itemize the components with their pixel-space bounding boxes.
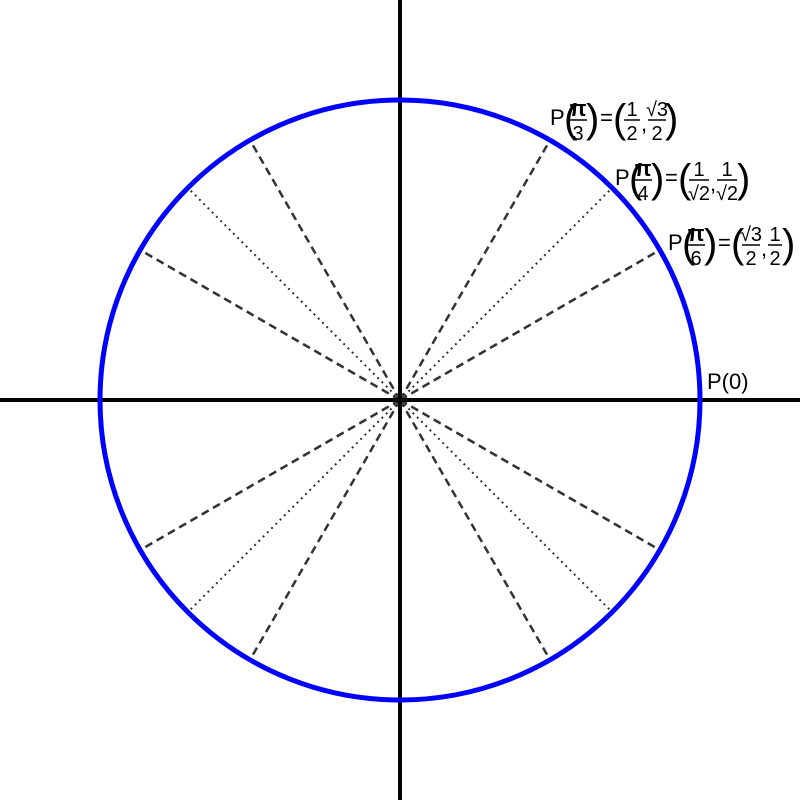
svg-text:2: 2 xyxy=(769,248,780,270)
unit-circle xyxy=(97,97,703,703)
svg-text:√3: √3 xyxy=(646,99,668,121)
svg-text:√2: √2 xyxy=(688,183,710,205)
svg-text:,: , xyxy=(761,236,767,261)
svg-text:π: π xyxy=(570,96,587,121)
svg-text:=: = xyxy=(718,230,731,255)
svg-text:=: = xyxy=(665,165,678,190)
radial-lines xyxy=(139,139,661,661)
dashed-radial-60 xyxy=(398,139,552,401)
dashed-radial-330 xyxy=(399,398,661,552)
svg-text:): ) xyxy=(586,97,599,141)
dotted-radial-225 xyxy=(187,399,401,613)
svg-text:π: π xyxy=(635,156,652,181)
svg-text:2: 2 xyxy=(626,123,637,145)
svg-text:): ) xyxy=(737,157,750,201)
svg-text:√3: √3 xyxy=(740,224,762,246)
svg-text:,: , xyxy=(710,171,716,196)
dotted-radial-315 xyxy=(399,399,613,613)
svg-text:,: , xyxy=(641,111,647,136)
label-p0: P(0) xyxy=(707,369,749,394)
svg-text:): ) xyxy=(704,222,717,266)
svg-text:1: 1 xyxy=(769,224,780,246)
svg-text:P: P xyxy=(615,165,630,190)
svg-text:3: 3 xyxy=(572,123,583,145)
dashed-radial-240 xyxy=(248,399,402,661)
svg-text:): ) xyxy=(782,222,795,266)
svg-text:(: ( xyxy=(678,157,692,201)
svg-text:2: 2 xyxy=(651,123,662,145)
svg-text:): ) xyxy=(665,97,678,141)
svg-text:): ) xyxy=(651,157,664,201)
svg-text:(: ( xyxy=(564,97,578,141)
svg-text:1: 1 xyxy=(721,159,732,181)
label-p-pi-4: P ( π 4 ) = ( 1 √2 , 1 √2 ) xyxy=(615,156,750,205)
svg-text:P: P xyxy=(668,230,683,255)
dotted-radial-45 xyxy=(399,187,613,401)
svg-text:1: 1 xyxy=(693,159,704,181)
svg-text:π: π xyxy=(688,221,705,246)
svg-text:(: ( xyxy=(629,157,643,201)
label-p-pi-3: P ( π 3 ) = ( 1 2 , √3 2 ) xyxy=(550,96,678,145)
svg-text:(: ( xyxy=(682,222,696,266)
svg-text:√2: √2 xyxy=(716,183,738,205)
dashed-radial-210 xyxy=(139,398,401,552)
svg-text:(: ( xyxy=(613,97,627,141)
svg-text:2: 2 xyxy=(745,248,756,270)
dashed-radial-30 xyxy=(399,248,661,402)
dashed-radial-300 xyxy=(398,399,552,661)
svg-text:P: P xyxy=(550,105,565,130)
dashed-radial-120 xyxy=(248,139,402,401)
svg-text:6: 6 xyxy=(690,248,701,270)
svg-text:1: 1 xyxy=(626,99,637,121)
svg-text:4: 4 xyxy=(637,183,648,205)
dashed-radial-150 xyxy=(139,248,401,402)
dotted-radial-135 xyxy=(187,187,401,401)
label-p-pi-6: P ( π 6 ) = ( √3 2 , 1 2 ) xyxy=(668,221,795,270)
svg-text:(: ( xyxy=(731,222,745,266)
svg-text:=: = xyxy=(600,105,613,130)
